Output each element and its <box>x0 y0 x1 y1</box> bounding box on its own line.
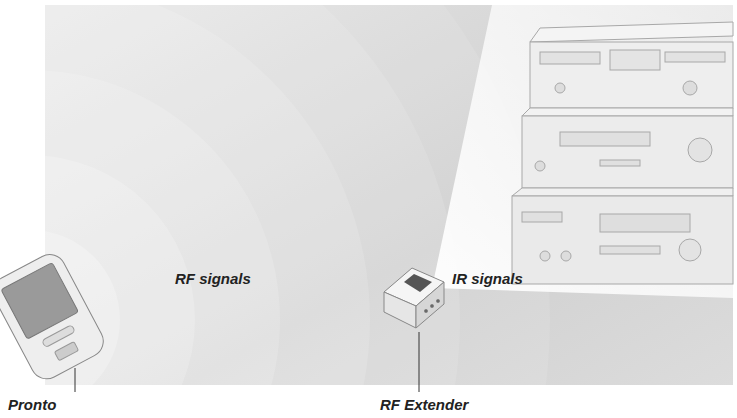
equipment-stack <box>512 22 733 284</box>
leader-line <box>419 332 420 392</box>
leader-line <box>75 368 76 392</box>
rf-extender <box>384 268 444 328</box>
device-label: RF Extender <box>380 396 468 414</box>
ir-beam <box>432 5 733 298</box>
signal-label: RF signals <box>175 270 251 288</box>
device-label: Pronto <box>8 396 56 414</box>
pronto-remote <box>0 249 109 385</box>
signal-label: IR signals <box>452 270 523 288</box>
